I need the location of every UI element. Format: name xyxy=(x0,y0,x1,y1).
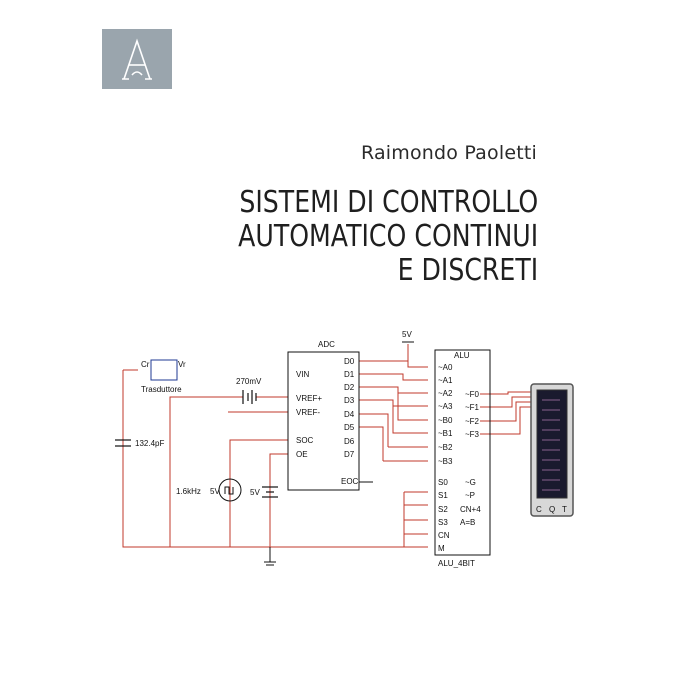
adc-pin: D4 xyxy=(344,410,355,419)
adc-title: ADC xyxy=(318,340,335,349)
source-frequency-label: 1.6kHz xyxy=(176,487,201,496)
alu-pin: ~A2 xyxy=(438,389,453,398)
transducer-pin-label: Vr xyxy=(178,360,186,369)
adc-pin: D7 xyxy=(344,450,355,459)
alu-pin: M xyxy=(438,544,445,553)
alu-title: ALU xyxy=(454,351,470,360)
source-voltage-label: 5V xyxy=(210,487,220,496)
book-title: SISTEMI DI CONTROLLO AUTOMATICO CONTINUI… xyxy=(238,186,538,288)
supply-label: 5V xyxy=(402,330,412,339)
adc-pin: VREF+ xyxy=(296,394,322,403)
alu-pin: ~A0 xyxy=(438,363,453,372)
adc-pin: SOC xyxy=(296,436,314,445)
title-line: SISTEMI DI CONTROLLO xyxy=(239,185,538,220)
alu-pin: ~B3 xyxy=(438,457,453,466)
alu-pin: S0 xyxy=(438,478,448,487)
alu-pin: ~P xyxy=(465,491,475,500)
display-pin-label: T xyxy=(562,505,567,514)
title-line: E DISCRETI xyxy=(397,253,538,288)
adc-pin: OE xyxy=(296,450,308,459)
alu-pin: S1 xyxy=(438,491,448,500)
adc-pin: VIN xyxy=(296,370,310,379)
alu-pin: ~F0 xyxy=(465,390,480,399)
alu-pin: ~B1 xyxy=(438,429,453,438)
alu-pin: ~F2 xyxy=(465,417,480,426)
capacitor-label: 132.4pF xyxy=(135,439,164,448)
alu-pin: ~F1 xyxy=(465,403,480,412)
transducer-label: Trasduttore xyxy=(141,385,182,394)
author-name: Raimondo Paoletti xyxy=(360,142,537,164)
alu-pin: ~A1 xyxy=(438,376,453,385)
adc-pin: D6 xyxy=(344,437,355,446)
display-pin-label: C xyxy=(536,505,542,514)
alu-pin: ~G xyxy=(465,478,476,487)
adc-pin: D5 xyxy=(344,423,355,432)
adc-pin: D1 xyxy=(344,370,355,379)
alu-pin: A=B xyxy=(460,518,475,527)
publisher-logo xyxy=(102,29,172,89)
alu-pin: ~A3 xyxy=(438,402,453,411)
title-line: AUTOMATICO CONTINUI xyxy=(237,219,538,254)
adc-pin: D3 xyxy=(344,396,355,405)
alu-pin: CN+4 xyxy=(460,505,481,514)
alu-pin: S2 xyxy=(438,505,448,514)
adc-pin: VREF- xyxy=(296,408,320,417)
circuit-schematic: Cr Vr Trasduttore 132.4pF 270mV 1.6kHz 5… xyxy=(115,330,574,568)
adc-pin: D0 xyxy=(344,357,355,366)
alu-pin: CN xyxy=(438,531,450,540)
display-pin-label: Q xyxy=(549,505,555,514)
alu-part-label: ALU_4BIT xyxy=(438,559,475,568)
dc-voltage-label: 5V xyxy=(250,488,260,497)
alu-pin: ~B2 xyxy=(438,443,453,452)
publisher-a-monogram-icon xyxy=(102,29,172,89)
alu-pin: ~B0 xyxy=(438,416,453,425)
adc-pin: D2 xyxy=(344,383,355,392)
alu-pin: ~F3 xyxy=(465,430,480,439)
alu-pin: S3 xyxy=(438,518,448,527)
battery-label: 270mV xyxy=(236,377,262,386)
transducer-pin-label: Cr xyxy=(141,360,150,369)
adc-pin: EOC xyxy=(341,477,359,486)
